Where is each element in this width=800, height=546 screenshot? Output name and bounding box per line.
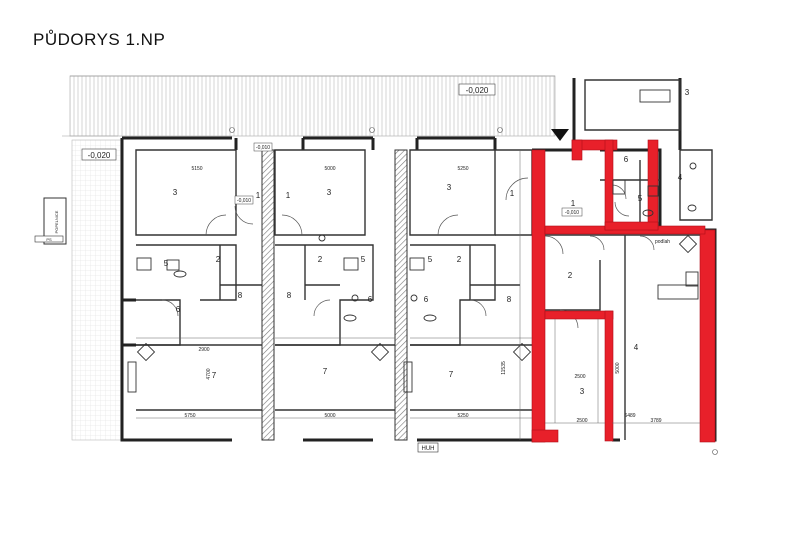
dim-2900: 2900: [198, 347, 209, 353]
room-u3-1: 1: [510, 189, 515, 198]
dim-5000c: 5000: [324, 413, 335, 419]
huh-label: HUH: [422, 446, 435, 452]
room-u2-6: 6: [368, 295, 373, 304]
dim-2500a: 2500: [574, 374, 585, 380]
podlah-label: podlah: [655, 239, 670, 245]
room-u1-6: 6: [176, 305, 181, 314]
room-u1-1: 1: [256, 191, 261, 200]
room-u3-6: 6: [424, 295, 429, 304]
dim-11535: 11535: [501, 361, 507, 375]
room-u3-8: 8: [507, 295, 512, 304]
dim-5000a: 5000: [324, 166, 335, 172]
entry2-level-label: -0,010: [237, 198, 251, 204]
terrace-level-label: -0,020: [466, 86, 489, 95]
left-paving: [71, 139, 123, 441]
ps-label: PS: [46, 237, 52, 242]
entry1-level-tag: -0,010: [253, 142, 273, 152]
room-u4-3: 3: [580, 387, 585, 396]
fixtures: [127, 89, 699, 393]
room-top-3: 3: [685, 88, 690, 97]
room-u3-5: 5: [428, 255, 433, 264]
room-u3-7: 7: [449, 370, 454, 379]
dimension-numbers: 5150 5000 5250 11535 2500 5000 2500 6489…: [184, 166, 661, 424]
dim-5250: 5250: [457, 166, 468, 172]
entry2-level-tag: -0,010: [234, 195, 254, 205]
door-swings: [161, 177, 655, 329]
facade-markers: [229, 127, 718, 455]
room-u3-2: 2: [457, 255, 462, 264]
red-unit-walls: [531, 139, 716, 443]
room-u4-4: 4: [634, 343, 639, 352]
room-u2-3: 3: [327, 188, 332, 197]
dim-6489: 6489: [624, 413, 635, 419]
room-u1-5: 5: [164, 259, 169, 268]
dim-5250b: 5250: [457, 413, 468, 419]
party-wall-2: [394, 149, 408, 441]
room-u1-8: 8: [238, 291, 243, 300]
dim-5150: 5150: [191, 166, 202, 172]
huh-tag: HUH: [417, 442, 439, 453]
party-wall-1: [261, 149, 275, 441]
room-u1-7: 7: [212, 371, 217, 380]
dim-5000b: 5000: [615, 362, 621, 373]
entry-arrow-icon: [551, 129, 569, 141]
room-u1-3: 3: [173, 188, 178, 197]
popelnice-label: POPELNICE: [54, 210, 59, 233]
left-level-label: -0,020: [88, 151, 111, 160]
room-u2-5: 5: [361, 255, 366, 264]
left-level-tag: -0,020: [81, 148, 117, 161]
dim-2500b: 2500: [576, 418, 587, 424]
room-u2-7: 7: [323, 367, 328, 376]
dimension-lines: [136, 150, 700, 440]
dim-4700: 4700: [206, 368, 212, 379]
room-u2-1: 1: [286, 191, 291, 200]
dim-5750: 5750: [184, 413, 195, 419]
dim-3789: 3789: [650, 418, 661, 424]
popelnice-box: POPELNICE PS: [34, 197, 67, 245]
entry1-level-label: -0,010: [256, 145, 270, 151]
room-u4-6: 6: [624, 155, 629, 164]
room-u2-8: 8: [287, 291, 292, 300]
room-numbers: 3 1 2 5 6 7 8 3 1 2 5 6 7 8 3 1 2 5 6 7 …: [164, 88, 690, 396]
room-u4-2: 2: [568, 271, 573, 280]
room-u3-3: 3: [447, 183, 452, 192]
room-u1-2: 2: [216, 255, 221, 264]
room-u2-2: 2: [318, 255, 323, 264]
entry-right-level-tag: -0,010: [561, 207, 583, 217]
room-right-4: 4: [678, 173, 683, 182]
room-u4-5: 5: [638, 194, 643, 203]
room-u4-1: 1: [571, 199, 576, 208]
entry-right-level-label: -0,010: [565, 210, 579, 216]
page-title: PŮDORYS 1.NP: [33, 30, 166, 49]
inner-partitions: [135, 79, 715, 440]
terrace-level-tag: -0,020: [458, 83, 496, 96]
